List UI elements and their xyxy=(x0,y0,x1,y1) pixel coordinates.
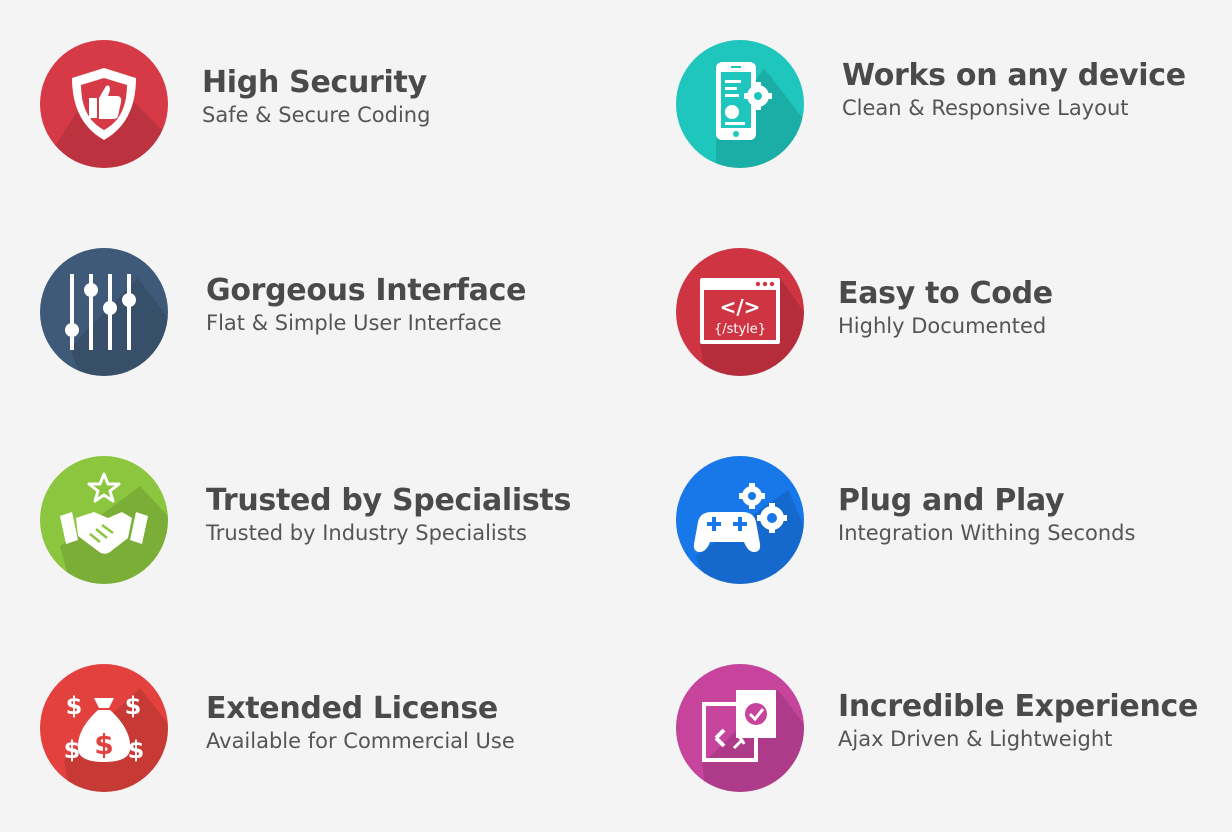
feature-gorgeous-interface: Gorgeous Interface Flat & Simple User In… xyxy=(40,248,600,378)
feature-title: Gorgeous Interface xyxy=(206,273,527,308)
feature-title: Plug and Play xyxy=(838,483,1065,518)
feature-plug-and-play: Plug and Play Integration Withing Second… xyxy=(676,456,1232,586)
feature-high-security: High Security Safe & Secure Coding xyxy=(40,40,600,170)
feature-subtitle: Flat & Simple User Interface xyxy=(206,311,502,335)
feature-title: Easy to Code xyxy=(838,276,1053,311)
sync-check-icon xyxy=(676,664,804,792)
feature-extended-license: $ $ $ $ $ Extended License Available for… xyxy=(40,664,600,794)
feature-title: Trusted by Specialists xyxy=(206,483,572,518)
feature-title: Extended License xyxy=(206,691,498,726)
handshake-star-icon xyxy=(40,456,168,584)
feature-works-on-any-device: Works on any device Clean & Responsive L… xyxy=(676,40,1232,170)
code-tag-text: </> xyxy=(720,295,761,319)
feature-subtitle: Highly Documented xyxy=(838,314,1047,338)
shield-thumbs-up-icon xyxy=(40,40,168,168)
mobile-settings-icon xyxy=(676,40,804,168)
feature-trusted-by-specialists: Trusted by Specialists Trusted by Indust… xyxy=(40,456,600,586)
feature-title: Incredible Experience xyxy=(838,689,1199,724)
sliders-icon xyxy=(40,248,168,376)
code-style-text: {/style} xyxy=(714,322,766,337)
feature-subtitle: Available for Commercial Use xyxy=(206,729,515,753)
gamepad-gears-icon xyxy=(676,456,804,584)
feature-subtitle: Trusted by Industry Specialists xyxy=(206,521,527,545)
feature-title: High Security xyxy=(202,65,427,100)
feature-title: Works on any device xyxy=(842,58,1186,93)
feature-subtitle: Clean & Responsive Layout xyxy=(842,96,1129,120)
feature-incredible-experience: Incredible Experience Ajax Driven & Ligh… xyxy=(676,664,1232,794)
bag-dollar-sign: $ xyxy=(94,728,113,761)
feature-easy-to-code: </> {/style} Easy to Code Highly Documen… xyxy=(676,248,1232,378)
feature-subtitle: Integration Withing Seconds xyxy=(838,521,1136,545)
code-window-icon: </> {/style} xyxy=(676,248,804,376)
feature-subtitle: Ajax Driven & Lightweight xyxy=(838,727,1113,751)
dollar-sign-top-right: $ xyxy=(125,692,142,720)
feature-subtitle: Safe & Secure Coding xyxy=(202,103,431,127)
dollar-sign-bottom-left: $ xyxy=(64,736,81,764)
money-bag-icon: $ $ $ $ $ xyxy=(40,664,168,792)
dollar-sign-bottom-right: $ xyxy=(128,736,145,764)
dollar-sign-top-left: $ xyxy=(66,692,83,720)
